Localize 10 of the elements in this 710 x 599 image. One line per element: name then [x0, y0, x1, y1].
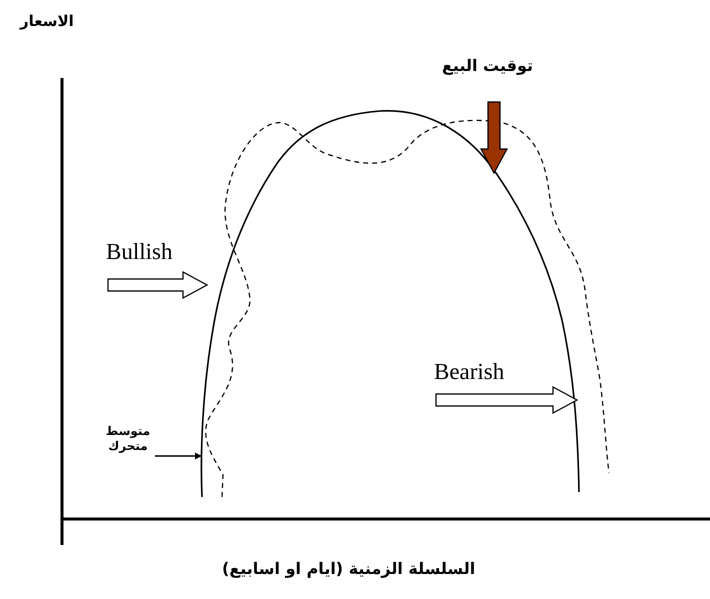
- block-arrow: [107, 271, 208, 299]
- sell-timing-label: توقيت البيع: [442, 56, 534, 76]
- arrow: [155, 452, 202, 460]
- moving-average-label: متوسط متحرك: [100, 424, 156, 454]
- axis-title: الاسعار: [20, 12, 74, 31]
- block-arrow: [480, 101, 508, 174]
- axis-title: السلسلة الزمنية (ايام او اسابيع): [222, 559, 476, 579]
- bullish-label: Bullish: [106, 238, 172, 267]
- block-arrow: [435, 386, 578, 414]
- bearish-label: Bearish: [434, 358, 504, 387]
